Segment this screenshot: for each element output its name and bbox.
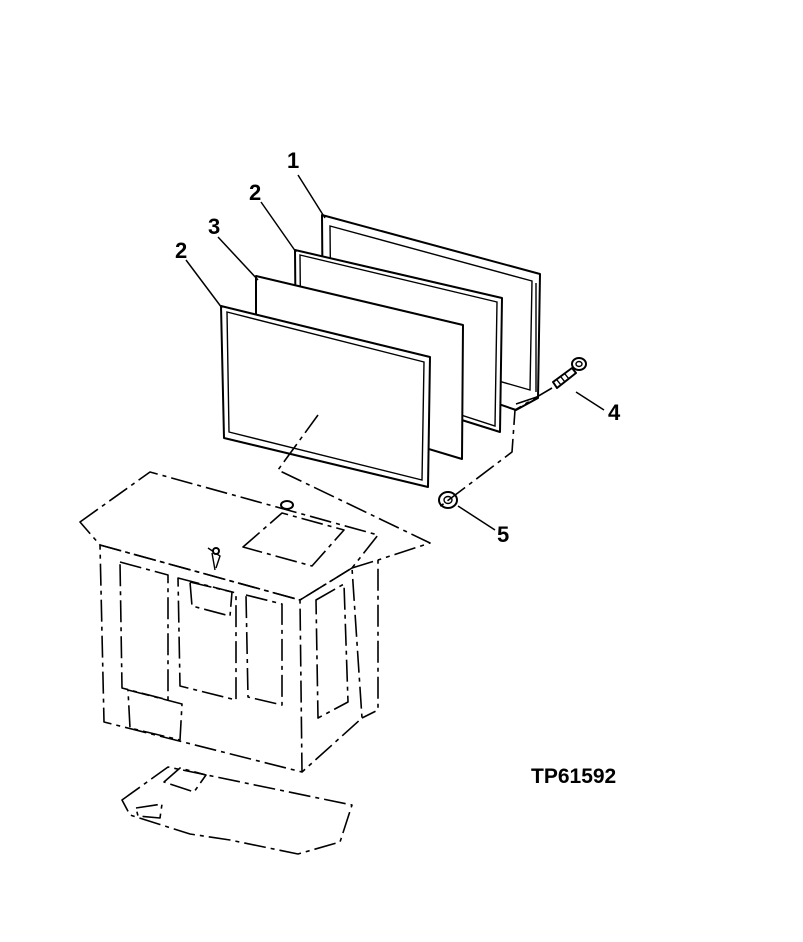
part-2-front-seal (220, 305, 431, 488)
roof-bolt-hardware (207, 500, 294, 571)
callout-2-front: 2 (175, 238, 187, 263)
callout-leaders (185, 174, 605, 531)
callout-3: 3 (208, 214, 220, 239)
part-4-bolt (552, 357, 587, 389)
callout-4: 4 (608, 400, 621, 425)
callout-1: 1 (287, 148, 299, 173)
callout-5: 5 (497, 522, 509, 547)
callout-2-rear: 2 (249, 180, 261, 205)
figure-id-label: TP61592 (531, 765, 616, 788)
cab-phantom-outline (79, 471, 379, 855)
assembly-alignment-lines (277, 387, 553, 561)
